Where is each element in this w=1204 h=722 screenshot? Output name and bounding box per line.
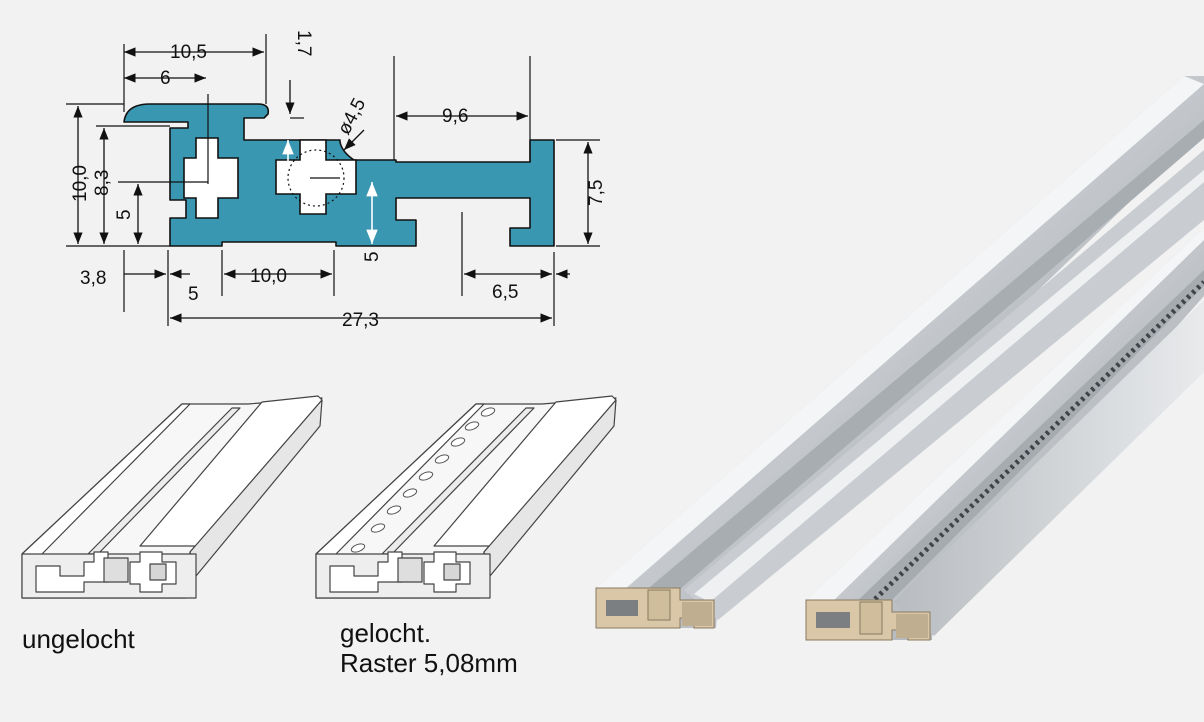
dim-10-5: 10,5 — [170, 42, 207, 63]
dim-10-0-height: 10,0 — [70, 165, 91, 202]
dim-5-bottom: 5 — [188, 284, 199, 305]
dim-diameter-4-5: ø4,5 — [334, 95, 370, 138]
caption-perforated-line2: Raster 5,08mm — [340, 648, 518, 678]
dim-7-5: 7,5 — [586, 180, 607, 206]
dimension-lines — [73, 47, 593, 323]
photo-rail-perforated — [805, 228, 1204, 641]
caption-perforated-line1: gelocht. — [340, 618, 432, 648]
right-slot — [275, 139, 357, 215]
dim-3-8: 3,8 — [80, 268, 106, 289]
dim-9-6: 9,6 — [442, 106, 468, 127]
dim-6: 6 — [160, 68, 171, 89]
dim-5-center: 5 — [362, 251, 383, 262]
left-slot — [183, 137, 239, 219]
perforation-holes — [350, 407, 496, 553]
dim-5-left: 5 — [114, 209, 135, 220]
caption-plain: ungelocht — [22, 624, 135, 654]
dim-1-7: 1,7 — [293, 30, 314, 56]
rail-perforated-icon — [315, 395, 617, 599]
dim-27-3: 27,3 — [342, 310, 379, 331]
rail-plain-icon — [21, 395, 323, 599]
hole-circle — [287, 149, 345, 207]
rail-line-drawings — [21, 395, 617, 599]
photo-rail-plain — [595, 76, 1204, 629]
profile-cross-section-drawing: 10,5 6 1,7 ø4,5 9,6 10,0 8,3 5 7,5 5 3,8… — [66, 30, 607, 331]
inner-dimension-arrows — [282, 140, 378, 244]
dim-8-3: 8,3 — [92, 170, 113, 196]
dim-6-5: 6,5 — [492, 282, 518, 303]
photo-perforation-strip — [868, 280, 1204, 606]
center-lines — [118, 94, 463, 296]
aluminium-rail-photo — [595, 76, 1204, 641]
dim-10-0-bottom: 10,0 — [250, 266, 287, 287]
